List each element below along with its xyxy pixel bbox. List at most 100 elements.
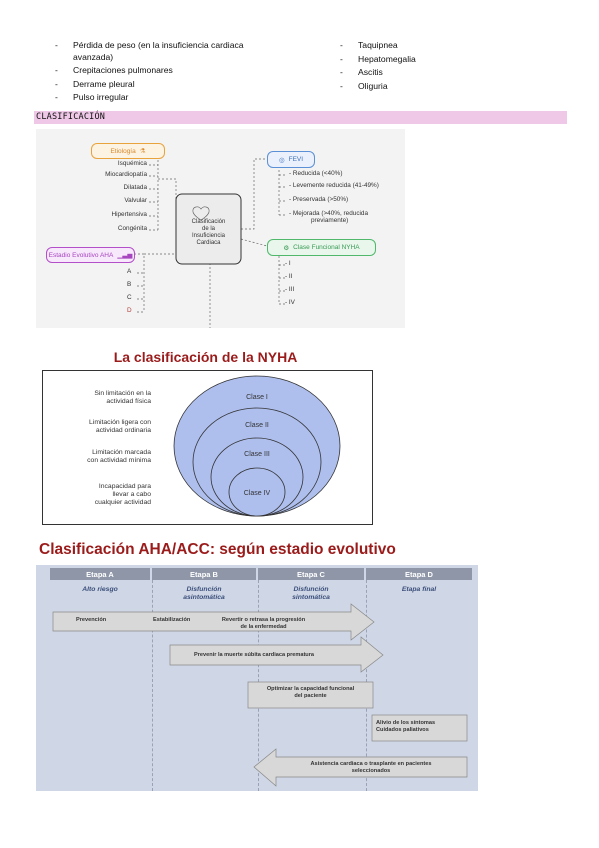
stage-subtitle: Etapa final [366, 586, 472, 594]
etiologia-item: Dilatada [123, 184, 147, 191]
stage-header: Etapa C [258, 568, 364, 580]
nyha-node-title: Clase Funcional NYHA [293, 244, 360, 251]
estadio-node: Estadio Evolutivo AHA ▁▃▅ [46, 247, 135, 263]
etiologia-item: Congénita [117, 225, 147, 232]
fevi-item: - Reducida (<40%) [289, 170, 343, 177]
bullet-dash: - [55, 40, 58, 50]
activity-icon: ⚙ [283, 244, 290, 252]
nyha-description-line: actividad física [106, 398, 151, 405]
estadio-item: C [127, 294, 132, 301]
revertir-line: Revertir o retrasa la progresión [221, 617, 306, 623]
stage-subtitle-line: Etapa final [401, 586, 437, 593]
nyha-figure: La clasificación de la NYHA Sin limitaci… [36, 344, 375, 527]
arrow5-line: seleccionados [351, 768, 391, 774]
arrow5-line: Asistencia cardiaca o trasplante en paci… [310, 761, 432, 767]
nyha-class-label: Clase I [246, 394, 268, 401]
nyha-description-line: con actividad mínima [87, 457, 151, 464]
aha-acc-figure: Clasificación AHA/ACC: según estadio evo… [36, 541, 478, 791]
nyha-description-line: llevar a cabo [112, 491, 151, 498]
center-line: de la [201, 226, 215, 232]
symptom-list-left: - Pérdida de peso (en la insuficiencia ca… [55, 40, 335, 112]
nyha-description-line: Limitación marcada [92, 449, 151, 456]
symptom-list-right: -Taquipnea-Hepatomegalia-Ascitis-Oliguri… [340, 40, 540, 100]
box4-line: Alivio de los síntomas [376, 720, 436, 726]
stage-subtitle-line: Disfunción [186, 586, 222, 593]
stage-subtitle-line: sintomática [292, 594, 330, 601]
bullet-text: Pérdida de peso (en la insuficiencia car… [73, 40, 244, 50]
nyha-ellipse [228, 467, 286, 517]
nyha-item: - III [285, 286, 295, 293]
arrow-text-sudden-death: Prevenir la muerte súbita cardiaca prema… [194, 652, 315, 658]
bullet-text: Hepatomegalia [358, 53, 416, 64]
stage-header: Etapa B [152, 568, 256, 580]
center-line: Clasificación [191, 219, 226, 225]
stage-header: Etapa A [50, 568, 150, 580]
fevi-item: - Levemente reducida (41-49%) [289, 182, 379, 189]
nyha-description-line: Sin limitación en la [94, 390, 151, 397]
stage-subtitle-line: asintomática [183, 594, 225, 601]
bullet-text: Crepitaciones pulmonares [73, 65, 173, 75]
nyha-description-line: cualquier actividad [94, 499, 151, 506]
arrow-prevention [52, 603, 375, 641]
etiologia-item: Miocardiopatía [105, 171, 147, 178]
box3-line: del paciente [294, 693, 327, 699]
stage-header: Etapa D [366, 568, 472, 580]
estadio-item: A [127, 268, 132, 275]
etiologia-item: Hipertensiva [111, 211, 147, 218]
nyha-description-line: Incapacidad para [98, 483, 151, 490]
nyha-ellipses [173, 375, 341, 517]
estadio-item: B [127, 281, 132, 288]
nyha-class-label: Clase III [244, 451, 270, 458]
nyha-item: - I [285, 260, 291, 267]
etiologia-item: Isquémica [117, 160, 147, 167]
box-palliative [371, 714, 468, 742]
bullet-dash: - [55, 78, 58, 89]
bullet-dash: - [55, 65, 58, 75]
arrow-text-prevencion: Prevención [76, 617, 107, 623]
nyha-title: La clasificación de la NYHA [113, 349, 298, 365]
stage-subtitle-line: Disfunción [293, 586, 329, 593]
mindmap-connectors [134, 149, 287, 328]
nyha-class-label: Clase IV [243, 490, 271, 497]
etiologia-title: Etiología [110, 147, 136, 155]
section-title: CLASIFICACIÓN [36, 112, 106, 122]
revertir-line: de la enfermedad [240, 624, 287, 630]
center-line: Insuficiencia [191, 233, 226, 239]
nyha-description-line: Limitación ligera con [89, 419, 151, 426]
fevi-item: - Mejorada (>40%, reducida [289, 210, 369, 217]
nyha-class-label: Clase II [245, 422, 269, 429]
fevi-node: ◎ FEVI [267, 151, 315, 168]
bullet-text: Taquipnea [358, 40, 398, 50]
bullet-dash: - [340, 53, 343, 64]
nyha-item: - IV [285, 299, 295, 306]
bullet-text: Pulso irregular [73, 92, 129, 102]
box3-line: Optimizar la capacidad funcional [266, 686, 355, 692]
stage-divider [152, 580, 153, 791]
bullet-text: Oliguria [358, 80, 388, 91]
stage-subtitle: Alto riesgo [50, 586, 150, 594]
bullet-dash: - [55, 92, 58, 102]
estadio-item: D [127, 307, 132, 314]
fevi-item: previamente) [311, 217, 349, 224]
chart-icon: ▁▃▅ [117, 252, 133, 259]
bullet-dash: - [340, 80, 343, 91]
microscope-icon: ⚗ [139, 148, 146, 155]
estadio-title: Estadio Evolutivo AHA [48, 251, 114, 259]
fevi-item: - Preservada (>50%) [289, 196, 349, 203]
etiologia-node: Etiología ⚗ [91, 143, 165, 159]
aha-arrows [52, 603, 468, 787]
fevi-title: FEVI [288, 156, 304, 163]
bullet-text: avanzada) [73, 51, 114, 62]
